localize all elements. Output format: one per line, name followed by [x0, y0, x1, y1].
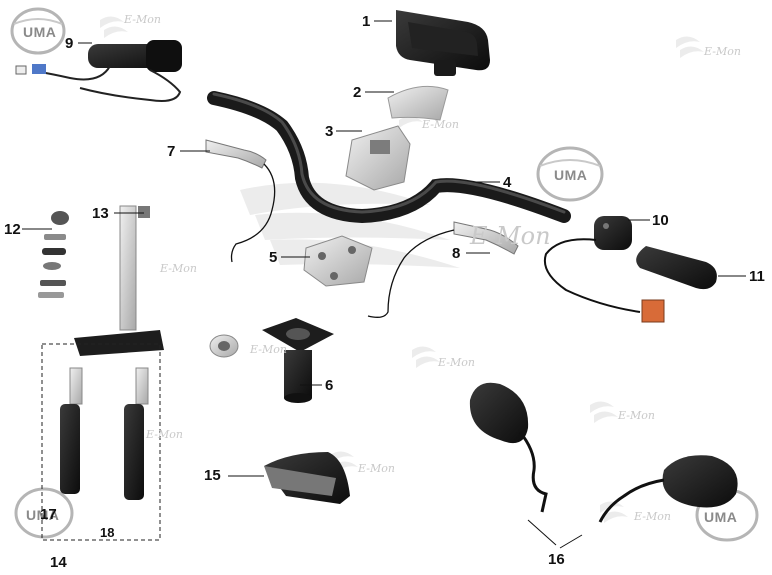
callout-17: 17: [40, 506, 57, 523]
leader-lines: [22, 20, 746, 549]
callout-1: 1: [362, 13, 371, 30]
part-17-left-fork-leg: [60, 367, 83, 494]
part-12-bearing-kit: [38, 211, 69, 298]
callout-14: 14: [50, 554, 67, 571]
callout-7: 7: [167, 143, 176, 160]
watermark-text: E-Mon: [124, 13, 161, 26]
part-15-front-cover-shell: [264, 452, 350, 504]
watermark-text: E-Mon: [160, 262, 197, 275]
part-3-handlebar-cover: [345, 125, 411, 191]
callout-5: 5: [269, 249, 278, 266]
watermark-text: E-Mon: [704, 45, 741, 58]
watermark-text: E-Mon: [250, 343, 287, 356]
callout-10: 10: [652, 212, 669, 229]
brand-logo-text: UMA: [26, 507, 60, 523]
watermark-text: E-Mon: [358, 462, 395, 475]
brand-logo-mid-right: [536, 146, 604, 202]
callout-16: 16: [548, 551, 565, 568]
part-4-handlebar: [207, 91, 571, 224]
part-6-stem-holder: [209, 318, 334, 403]
watermark-text: E-Mon: [618, 409, 655, 422]
watermark-text: E-Mon: [146, 428, 183, 441]
part-16-mirror-left: [469, 382, 548, 513]
brand-logo-top-left: [10, 7, 66, 55]
callout-9: 9: [65, 35, 74, 52]
callout-18: 18: [100, 525, 115, 540]
part-5-handlebar-clamp: [303, 235, 373, 287]
callout-13: 13: [92, 205, 109, 222]
callout-15: 15: [204, 467, 221, 484]
part-2-top-cover: [387, 85, 449, 121]
part-14-fork-assembly: [41, 343, 161, 541]
part-9-throttle-grip: [15, 40, 182, 102]
part-7-left-lever: [205, 139, 276, 263]
watermark-text: E-Mon: [438, 356, 475, 369]
brand-logo-bottom-left: [14, 487, 74, 539]
brand-logo-text: UMA: [554, 167, 588, 183]
part-10-switch-housing: [544, 216, 665, 323]
part-8-right-lever: [367, 221, 519, 318]
callout-12: 12: [4, 221, 21, 238]
callout-2: 2: [353, 84, 362, 101]
callout-8: 8: [452, 245, 461, 262]
callout-11: 11: [749, 268, 765, 285]
part-13-steering-column: [74, 205, 164, 356]
part-11-handle-grip: [636, 246, 717, 290]
watermark-text: E-Mon: [422, 118, 459, 131]
watermark-text: E-Mon: [470, 222, 551, 250]
callout-4: 4: [503, 174, 512, 191]
brand-logo-text: UMA: [23, 24, 57, 40]
part-1-dashboard-meter: [396, 10, 490, 76]
callout-6: 6: [325, 377, 334, 394]
watermark-text: E-Mon: [634, 510, 671, 523]
brand-logo-text: UMA: [704, 509, 738, 525]
part-16-mirror-right: [598, 455, 738, 523]
part-18-right-fork-leg: [124, 367, 149, 500]
callout-3: 3: [325, 123, 334, 140]
